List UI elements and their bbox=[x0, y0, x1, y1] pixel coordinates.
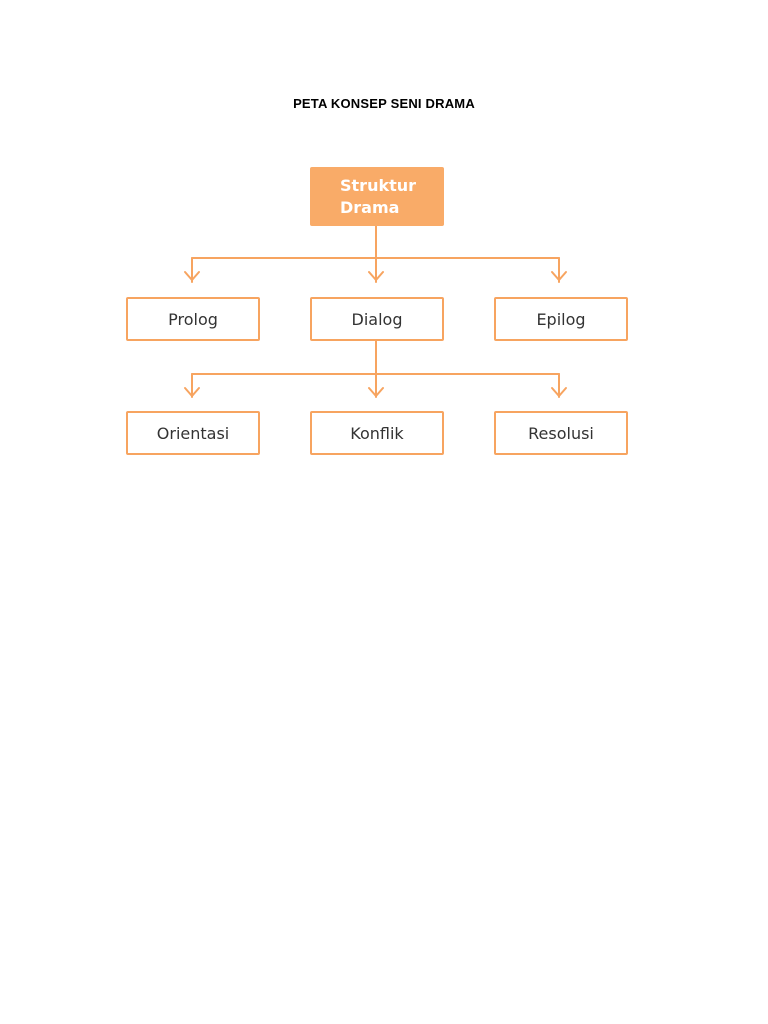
node-dialog: Dialog bbox=[310, 297, 444, 341]
node-prolog: Prolog bbox=[126, 297, 260, 341]
arrowhead-dialog bbox=[368, 271, 384, 281]
arrowhead-epilog bbox=[551, 271, 567, 281]
page-title: PETA KONSEP SENI DRAMA bbox=[293, 96, 475, 111]
node-resolusi: Resolusi bbox=[494, 411, 628, 455]
arrowhead-konflik bbox=[368, 387, 384, 397]
node-struktur-drama: Struktur Drama bbox=[310, 167, 444, 226]
arrowhead-resolusi bbox=[551, 387, 567, 397]
node-epilog: Epilog bbox=[494, 297, 628, 341]
node-orientasi: Orientasi bbox=[126, 411, 260, 455]
arrowhead-orientasi bbox=[184, 387, 200, 397]
node-konflik: Konflik bbox=[310, 411, 444, 455]
arrowhead-prolog bbox=[184, 271, 200, 281]
